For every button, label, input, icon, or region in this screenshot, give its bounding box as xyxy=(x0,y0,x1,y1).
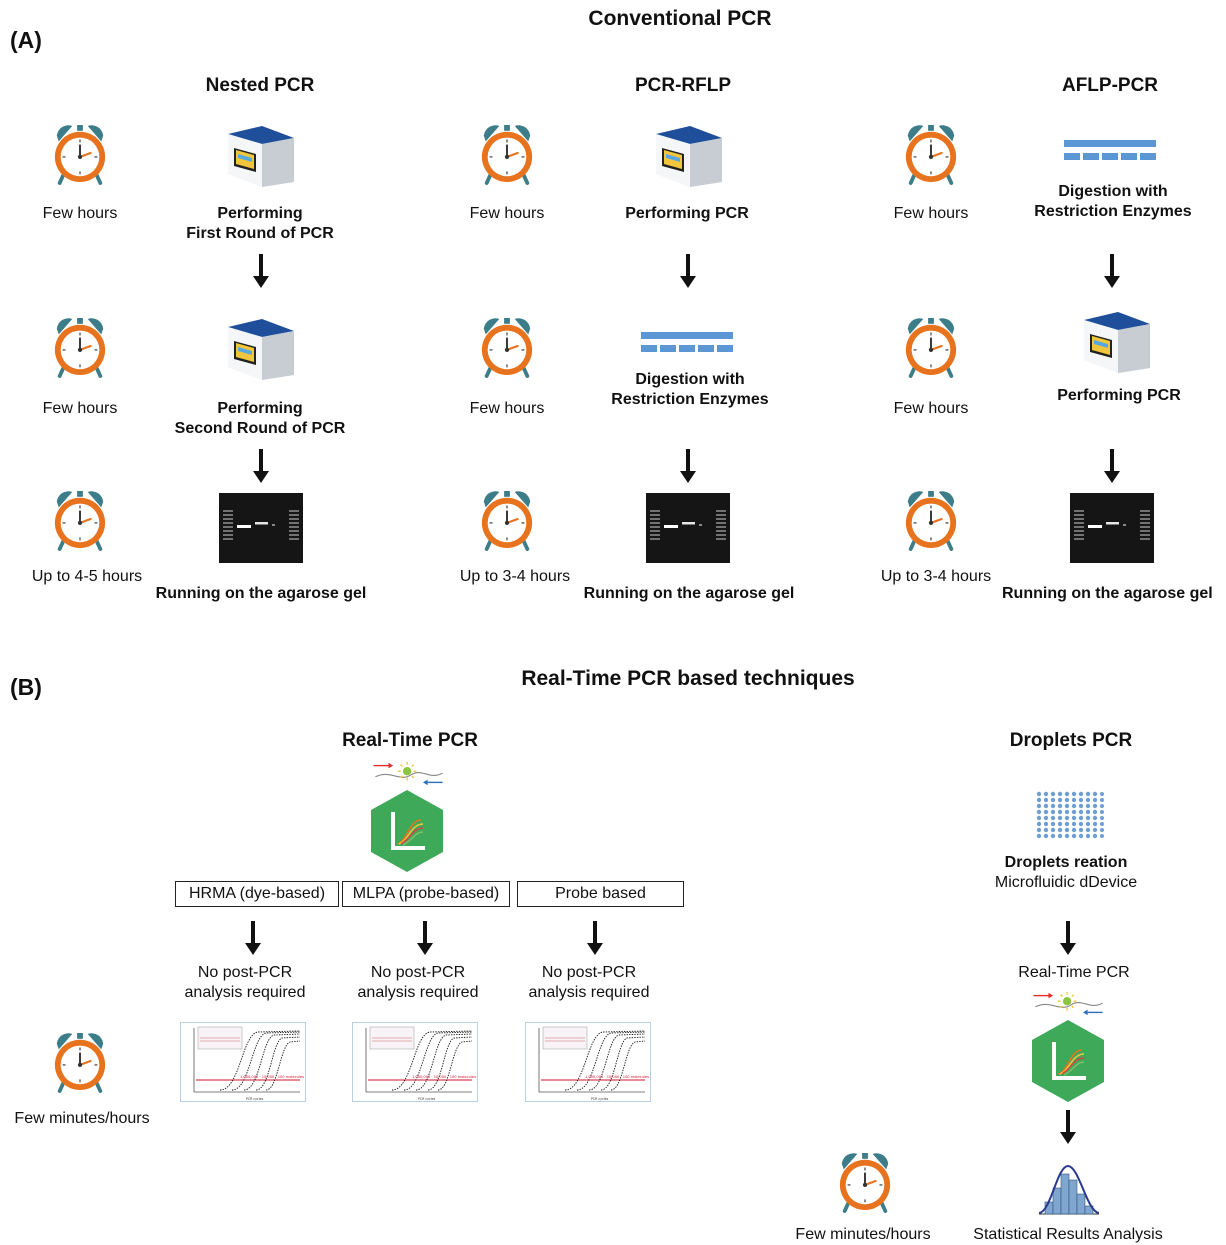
amplification-plot-icon xyxy=(352,1022,478,1102)
method-box-probe: Probe based xyxy=(517,881,684,907)
step-line: Restriction Enzymes xyxy=(611,391,769,408)
step-label: Performing Second Round of PCR xyxy=(175,399,346,439)
droplets-step-stats: Statistical Results Analysis xyxy=(973,1226,1163,1243)
time-label: Few minutes/hours xyxy=(14,1110,150,1127)
time-label: Up to 3-4 hours xyxy=(459,568,571,585)
primer-probe-icon xyxy=(370,760,448,788)
alarm-clock-icon xyxy=(51,1030,109,1094)
down-arrow-icon xyxy=(1060,921,1076,955)
amplification-hexagon-icon xyxy=(1032,1020,1104,1102)
alarm-clock-icon xyxy=(478,122,536,186)
step-line: Restriction Enzymes xyxy=(1034,203,1192,220)
down-arrow-icon xyxy=(253,254,269,288)
alarm-clock-icon xyxy=(51,122,109,186)
method-box-hrma: HRMA (dye-based) xyxy=(175,881,339,907)
step-line: Performing xyxy=(217,400,303,417)
alarm-clock-icon xyxy=(478,315,536,379)
amplification-plot-icon xyxy=(180,1022,306,1102)
droplets-pcr-title: Droplets PCR xyxy=(1009,730,1133,751)
step-line: Digestion with xyxy=(1058,183,1168,200)
time-label: Few hours xyxy=(469,400,545,417)
time-label: Few hours xyxy=(893,205,969,222)
section-b-label: (B) xyxy=(10,674,42,700)
step-line: Second Round of PCR xyxy=(174,420,346,437)
column-title-nested-pcr: Nested PCR xyxy=(205,75,315,96)
alarm-clock-icon xyxy=(902,122,960,186)
column-title-aflp-pcr: AFLP-PCR xyxy=(1061,75,1159,96)
agarose-gel-icon xyxy=(646,493,730,563)
down-arrow-icon xyxy=(680,449,696,483)
down-arrow-icon xyxy=(587,921,603,955)
note-line: analysis required xyxy=(357,984,479,1001)
step-label: Running on the agarose gel xyxy=(1002,585,1213,602)
note-line: analysis required xyxy=(528,984,650,1001)
alarm-clock-icon xyxy=(902,315,960,379)
thermocycler-icon xyxy=(222,124,298,188)
time-label: Up to 4-5 hours xyxy=(31,568,143,585)
droplets-step-sub: Microfluidic dDevice xyxy=(994,874,1138,891)
histogram-icon xyxy=(1037,1162,1101,1216)
step-label: Performing PCR xyxy=(625,205,749,222)
agarose-gel-icon xyxy=(1070,493,1154,563)
time-label: Few hours xyxy=(42,400,118,417)
primer-probe-icon xyxy=(1030,990,1108,1018)
step-label: Digestion with Restriction Enzymes xyxy=(611,370,768,410)
step-label: Performing PCR xyxy=(1057,387,1181,404)
thermocycler-icon xyxy=(650,124,726,188)
alarm-clock-icon xyxy=(51,315,109,379)
realtime-pcr-title: Real-Time PCR xyxy=(342,730,478,751)
section-a-label: (A) xyxy=(10,27,42,53)
amplification-hexagon-icon xyxy=(371,790,443,872)
note-no-post-pcr: No post-PCR analysis required xyxy=(529,963,650,1003)
down-arrow-icon xyxy=(253,449,269,483)
down-arrow-icon xyxy=(1104,254,1120,288)
step-label: Running on the agarose gel xyxy=(583,585,795,602)
step-label: Digestion with Restriction Enzymes xyxy=(1034,182,1191,222)
alarm-clock-icon xyxy=(51,488,109,552)
alarm-clock-icon xyxy=(902,488,960,552)
down-arrow-icon xyxy=(680,254,696,288)
step-label: Performing First Round of PCR xyxy=(186,204,334,244)
down-arrow-icon xyxy=(1060,1110,1076,1144)
agarose-gel-icon xyxy=(219,493,303,563)
method-box-mlpa: MLPA (probe-based) xyxy=(342,881,510,907)
restriction-enzyme-icon xyxy=(641,332,733,354)
down-arrow-icon xyxy=(417,921,433,955)
time-label: Few hours xyxy=(893,400,969,417)
note-line: No post-PCR xyxy=(197,964,293,981)
down-arrow-icon xyxy=(245,921,261,955)
time-label: Up to 3-4 hours xyxy=(880,568,992,585)
droplets-step-realtime: Real-Time PCR xyxy=(1018,964,1130,981)
time-label: Few hours xyxy=(469,205,545,222)
column-title-pcr-rflp: PCR-RFLP xyxy=(634,75,732,96)
step-line: Performing xyxy=(217,205,303,222)
section-b-title: Real-Time PCR based techniques xyxy=(521,667,855,690)
droplets-step-title: Droplets reation xyxy=(1004,854,1128,871)
note-line: analysis required xyxy=(184,984,306,1001)
restriction-enzyme-icon xyxy=(1064,140,1156,162)
note-no-post-pcr: No post-PCR analysis required xyxy=(358,963,479,1003)
droplets-grid-icon xyxy=(1034,790,1104,840)
step-line: Digestion with xyxy=(635,371,745,388)
time-label: Few minutes/hours xyxy=(795,1226,931,1243)
alarm-clock-icon xyxy=(836,1150,894,1214)
section-a-title: Conventional PCR xyxy=(588,7,772,30)
time-label: Few hours xyxy=(42,205,118,222)
note-line: No post-PCR xyxy=(370,964,466,981)
thermocycler-icon xyxy=(1078,310,1154,374)
alarm-clock-icon xyxy=(478,488,536,552)
step-line: First Round of PCR xyxy=(186,225,334,242)
note-no-post-pcr: No post-PCR analysis required xyxy=(185,963,306,1003)
down-arrow-icon xyxy=(1104,449,1120,483)
thermocycler-icon xyxy=(222,317,298,381)
step-label: Running on the agarose gel xyxy=(155,585,367,602)
amplification-plot-icon xyxy=(525,1022,651,1102)
note-line: No post-PCR xyxy=(541,964,637,981)
